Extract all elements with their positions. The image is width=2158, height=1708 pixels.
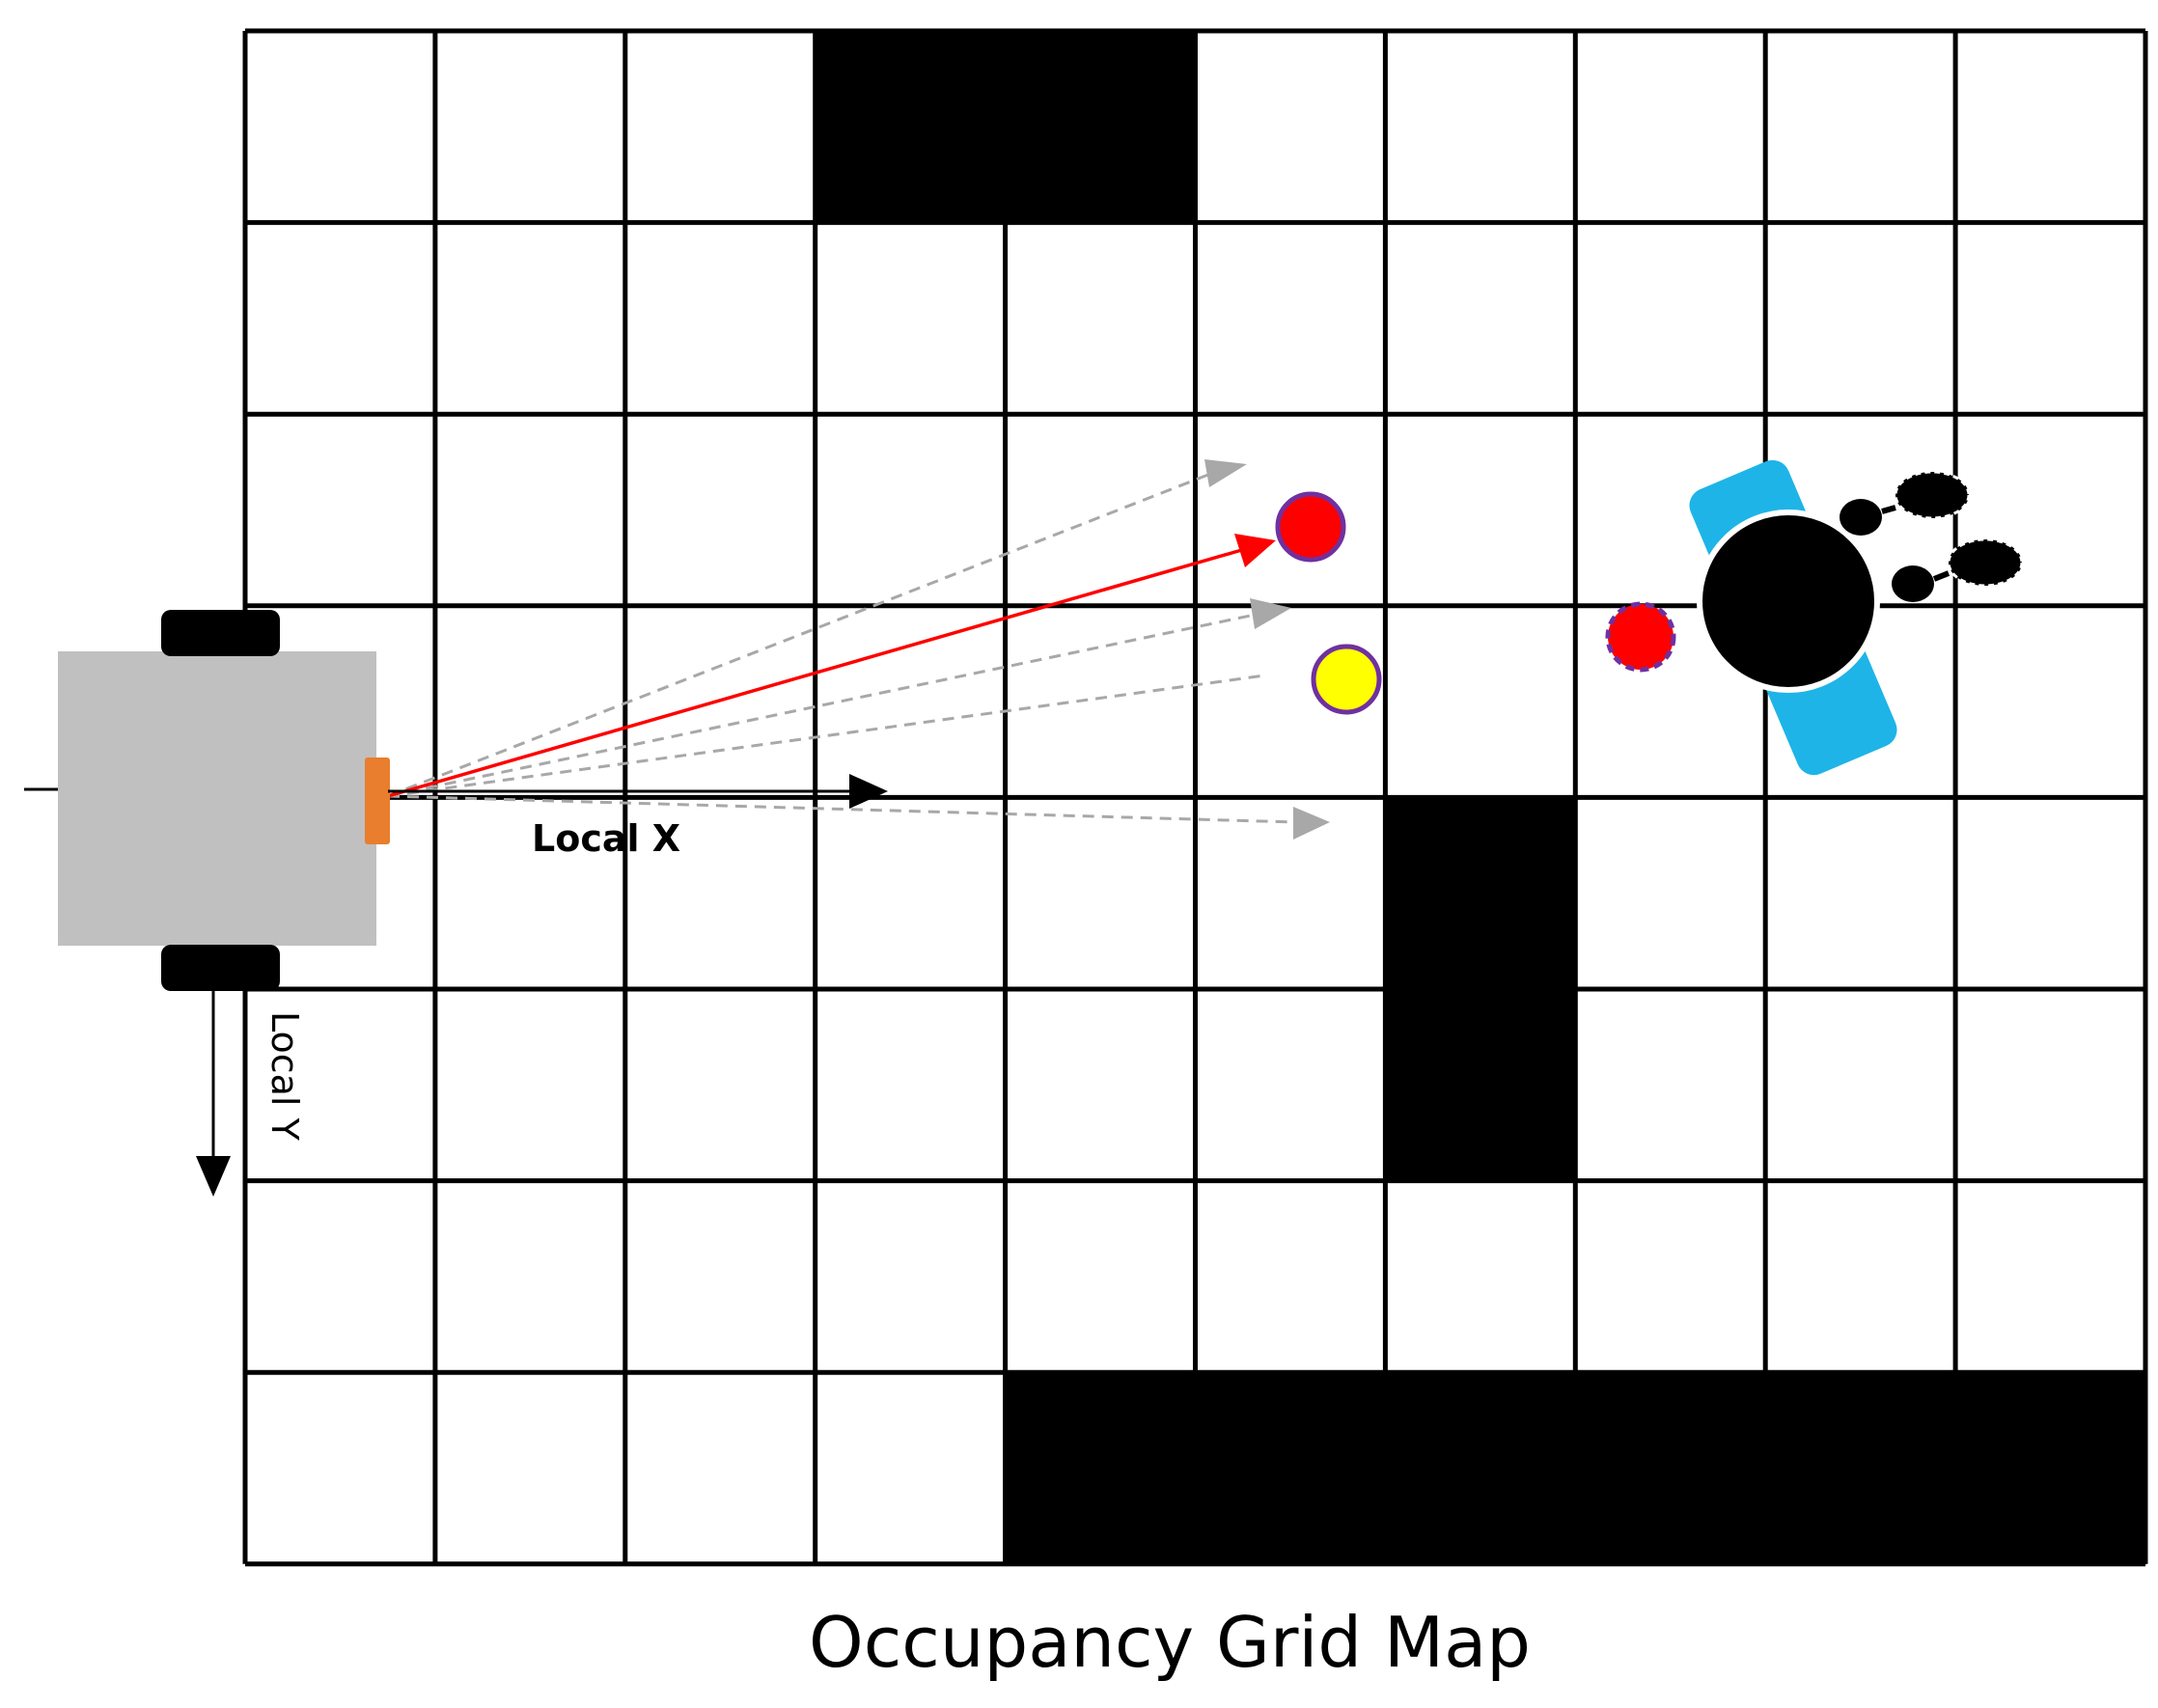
robot-wheel-top [161, 610, 280, 656]
occupied-cell [1385, 989, 1576, 1182]
occupied-cell [1955, 1372, 2146, 1565]
occupied-cell [1385, 1372, 1576, 1565]
local-y-label: Local Y [263, 1011, 306, 1142]
robot [24, 610, 390, 991]
candidate-ray-2 [387, 612, 1260, 798]
footprint-lower-icon [1892, 537, 2024, 602]
walker-with-person [1605, 459, 2024, 776]
candidate-ray-4-arrowhead [1293, 807, 1330, 840]
red-target-marker [1275, 491, 1346, 563]
map-title: Occupancy Grid Map [809, 1602, 1531, 1683]
walker-red-marker [1605, 601, 1676, 673]
candidate-ray-2-arrowhead [1250, 598, 1291, 629]
occupied-cell [1575, 1372, 1766, 1565]
occupied-cell [1005, 1372, 1196, 1565]
candidate-ray-1-arrowhead [1204, 459, 1247, 487]
yellow-target-marker [1311, 644, 1382, 715]
candidate-ray-3 [387, 674, 1265, 798]
occupied-cell [1195, 1372, 1386, 1565]
local-x-axis-arrowhead [849, 774, 888, 809]
occupied-cell [1385, 797, 1576, 990]
local-y-axis-arrowhead [196, 1156, 231, 1197]
selected-ray [387, 547, 1246, 798]
robot-body [58, 651, 376, 946]
candidate-ray-1 [387, 469, 1219, 798]
person-head-icon [1697, 510, 1880, 693]
robot-wheel-bottom [161, 945, 280, 991]
robot-sensor [365, 758, 390, 844]
occupied-cell [1005, 31, 1196, 224]
occupied-cells [815, 31, 2146, 1565]
grid-lines [242, 28, 2148, 1567]
occupied-cell [815, 31, 1007, 224]
footprint-upper-icon [1840, 470, 1971, 536]
candidate-ray-4 [387, 794, 1296, 824]
selected-ray-arrowhead [1234, 534, 1276, 567]
occupied-cell [1765, 1372, 1956, 1565]
local-x-label: Local X [532, 817, 680, 860]
sensor-rays [387, 459, 1330, 840]
